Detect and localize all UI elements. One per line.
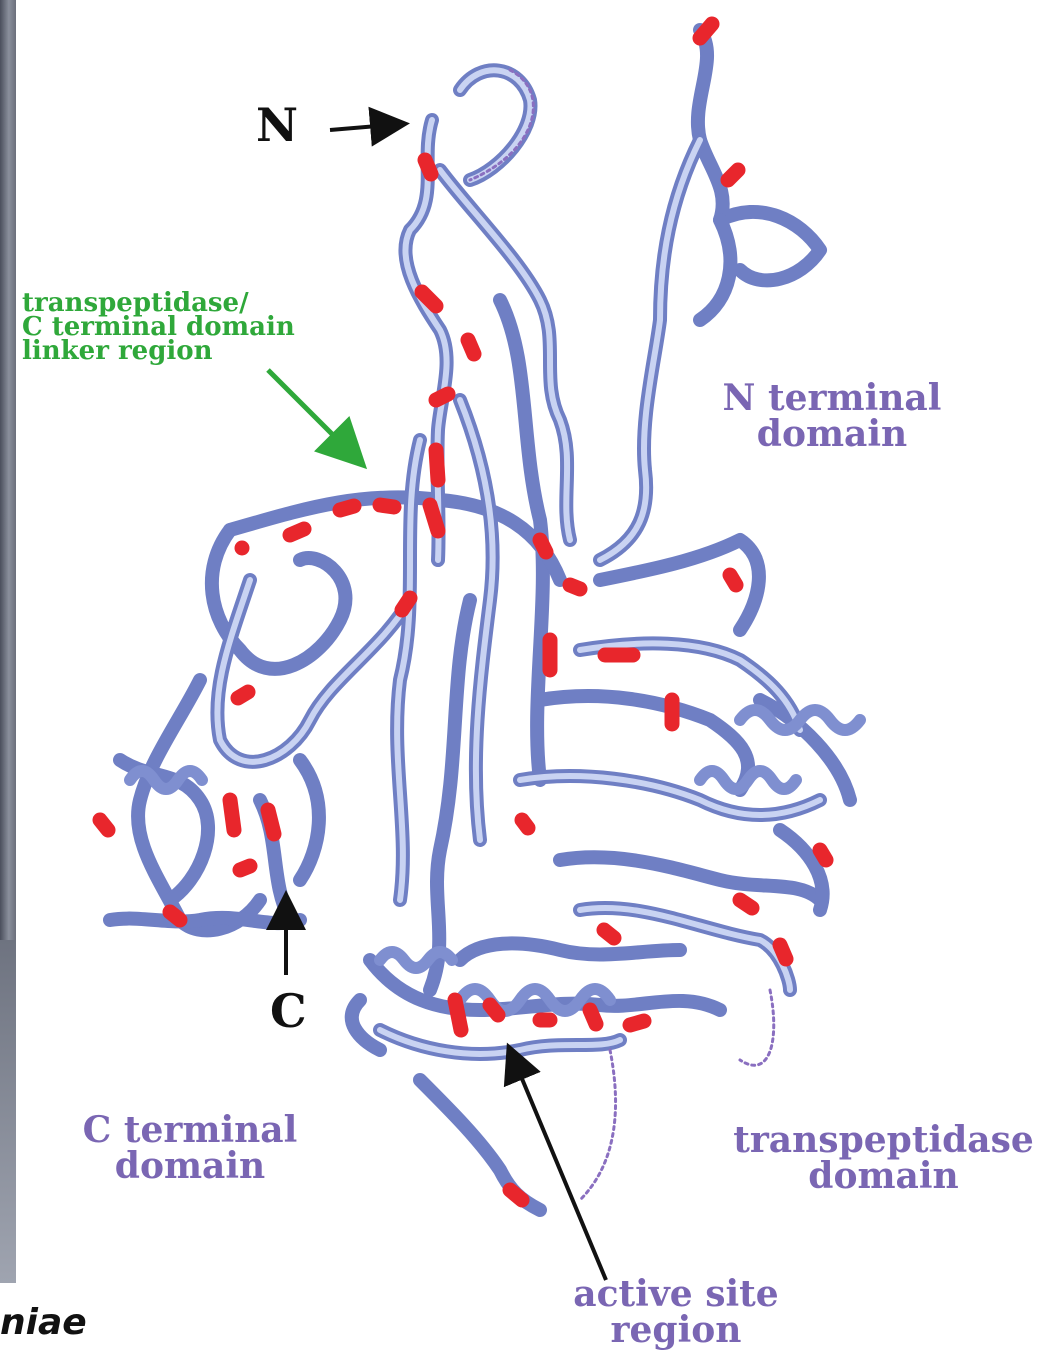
- c-terminal-label-line-2: domain: [70, 1148, 310, 1184]
- c-terminal-label-line-1: C terminal: [70, 1112, 310, 1148]
- c-terminal-domain-label: C terminal domain: [70, 1112, 310, 1184]
- transpeptidase-label-line-2: domain: [720, 1158, 1047, 1194]
- c-marker-label: C: [270, 988, 307, 1034]
- n-marker-label: N: [256, 102, 298, 148]
- protein-backbone: [110, 30, 860, 1210]
- n-terminal-label-line-2: domain: [712, 416, 952, 452]
- n-terminal-label-line-1: N terminal: [712, 380, 952, 416]
- linker-label-line-3: linker region: [22, 340, 295, 364]
- active-site-region-label: active site region: [556, 1276, 796, 1348]
- species-name-fragment: niae: [0, 1302, 87, 1343]
- n-marker-arrow: [330, 124, 402, 130]
- active-site-label-line-1: active site: [556, 1276, 796, 1312]
- active-site-label-line-2: region: [556, 1312, 796, 1348]
- active-site-arrow: [510, 1050, 606, 1280]
- transpeptidase-label-line-1: transpeptidase: [720, 1122, 1047, 1158]
- linker-region-label: transpeptidase/ C terminal domain linker…: [22, 292, 295, 364]
- transpeptidase-domain-label: transpeptidase domain: [720, 1122, 1047, 1194]
- linker-arrow: [268, 370, 360, 462]
- n-terminal-domain-label: N terminal domain: [712, 380, 952, 452]
